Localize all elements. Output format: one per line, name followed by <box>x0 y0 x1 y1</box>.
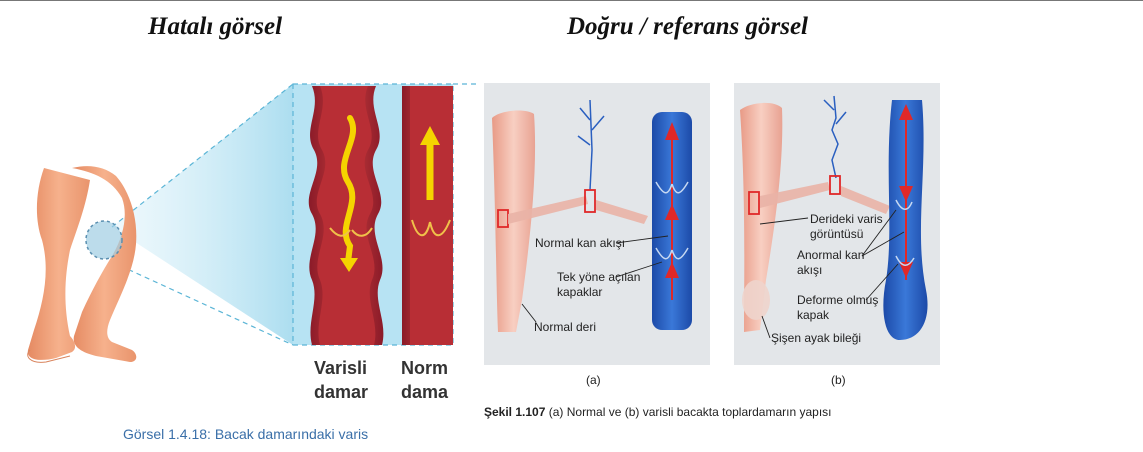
label-skin-varicose-appearance: Derideki varis görüntüsü <box>810 212 883 242</box>
label-skin-varicose-line2: görüntüsü <box>810 227 883 242</box>
label-deformed-line1: Deforme olmuş <box>797 293 878 308</box>
label-normal-vein: Norm dama <box>401 356 448 404</box>
varicose-vein-drawing <box>309 86 384 345</box>
panel-b-tag: (b) <box>831 373 846 388</box>
label-abnormal-line1: Anormal kan <box>797 248 864 263</box>
right-caption-figure-number: Şekil 1.107 <box>484 405 545 419</box>
normal-vein-drawing <box>402 86 453 345</box>
label-one-way-line1: Tek yöne açılan <box>557 270 640 285</box>
label-varicose-line1: Varisli <box>314 356 368 380</box>
label-skin-varicose-line1: Derideki varis <box>810 212 883 227</box>
label-varicose-line2: damar <box>314 380 368 404</box>
label-deformed-line2: kapak <box>797 308 878 323</box>
label-abnormal-blood-flow: Anormal kan akışı <box>797 248 864 278</box>
label-one-way-valves: Tek yöne açılan kapaklar <box>557 270 640 300</box>
label-deformed-valve: Deforme olmuş kapak <box>797 293 878 323</box>
label-swollen-ankle: Şişen ayak bileği <box>771 331 861 346</box>
label-abnormal-line2: akışı <box>797 263 864 278</box>
zoom-circle <box>86 221 122 259</box>
right-caption-text: (a) Normal ve (b) varisli bacakta toplar… <box>545 405 831 419</box>
legs-illustration <box>28 166 137 362</box>
label-normal-line1: Norm <box>401 356 448 380</box>
label-normal-blood-flow: Normal kan akışı <box>535 236 625 251</box>
label-normal-line2: dama <box>401 380 448 404</box>
panel-a <box>484 83 710 365</box>
right-figure-caption: Şekil 1.107 (a) Normal ve (b) varisli ba… <box>484 405 832 419</box>
label-varicose-vein: Varisli damar <box>314 356 368 404</box>
panel-a-tag: (a) <box>586 373 601 388</box>
zoom-cone <box>112 84 293 345</box>
label-normal-skin: Normal deri <box>534 320 596 335</box>
label-one-way-line2: kapaklar <box>557 285 640 300</box>
left-figure-caption: Görsel 1.4.18: Bacak damarındaki varis <box>123 426 368 442</box>
